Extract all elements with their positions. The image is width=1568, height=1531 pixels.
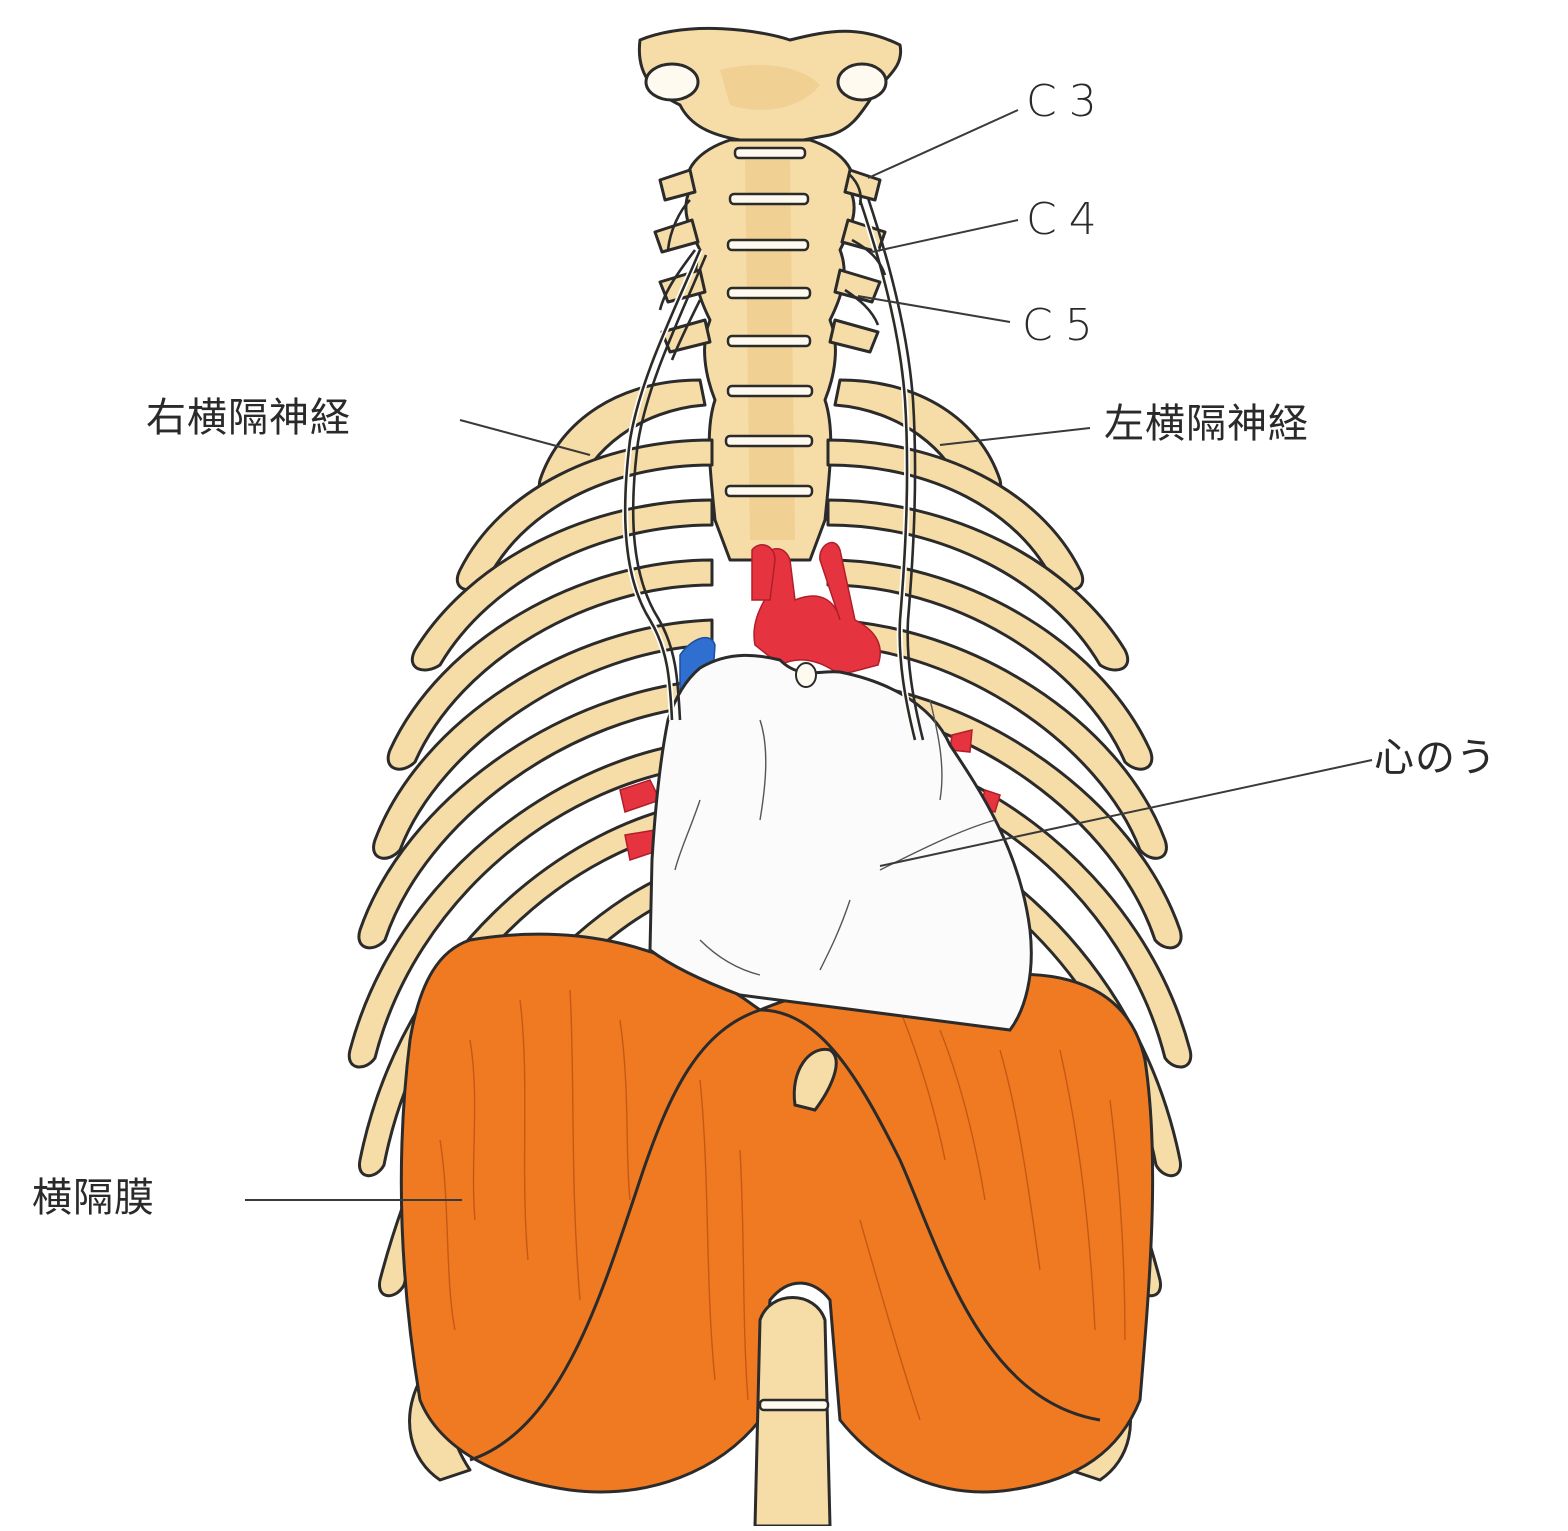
label-c4: C4	[1026, 194, 1109, 245]
label-diaphragm: 横隔膜	[32, 1175, 155, 1221]
phrenic-nerves	[622, 174, 925, 741]
label-left-phrenic-nerve: 左横隔神経	[1104, 401, 1309, 447]
leader-lines	[245, 109, 1373, 1201]
label-right-phrenic-nerve: 右横隔神経	[146, 395, 351, 441]
diaphragm-muscle	[399, 932, 1155, 1528]
label-c5: C5	[1022, 300, 1105, 351]
spinal-column	[653, 138, 887, 562]
pericardium-sac	[648, 653, 1033, 1032]
label-c3: C3	[1026, 76, 1109, 127]
label-pericardium: 心のう	[1374, 735, 1497, 781]
great-vessels	[619, 541, 1001, 861]
skull-base	[637, 27, 903, 146]
